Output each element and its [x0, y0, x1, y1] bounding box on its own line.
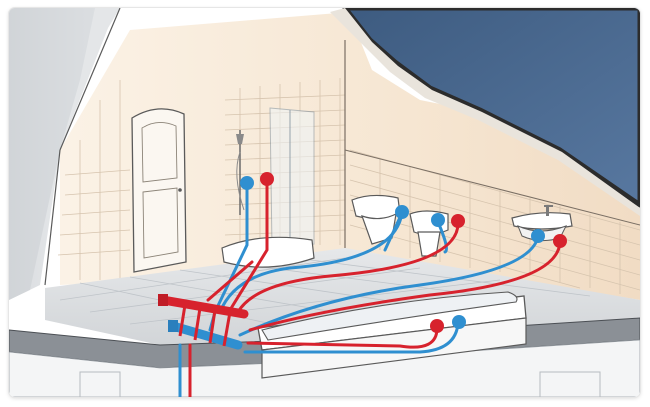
back-wall	[60, 12, 640, 300]
left-wall-cut	[9, 8, 120, 300]
shower	[221, 107, 315, 268]
roof-underside	[330, 8, 640, 216]
toilet	[351, 194, 401, 245]
connection-markers	[240, 172, 567, 333]
slab-window-right	[539, 371, 601, 397]
wall-ledge	[344, 149, 640, 226]
illustration-card	[9, 8, 640, 397]
toilet-cold-marker	[395, 205, 409, 219]
shower-hot-marker	[260, 172, 274, 186]
bidet-hot-marker	[451, 214, 465, 228]
left-wall-edge	[59, 8, 121, 151]
roof	[342, 8, 640, 208]
tub-cold-marker	[452, 315, 466, 329]
door	[131, 108, 187, 273]
plumbing-illustration	[9, 8, 640, 397]
slab-window	[79, 371, 121, 397]
left-wall-edge-lower	[44, 149, 61, 286]
tub-hot-marker	[430, 319, 444, 333]
basin-cold-marker	[531, 229, 545, 243]
manifold	[158, 294, 249, 350]
shower-cold-marker	[240, 176, 254, 190]
bidet-cold-marker	[431, 213, 445, 227]
basin-hot-marker	[553, 234, 567, 248]
